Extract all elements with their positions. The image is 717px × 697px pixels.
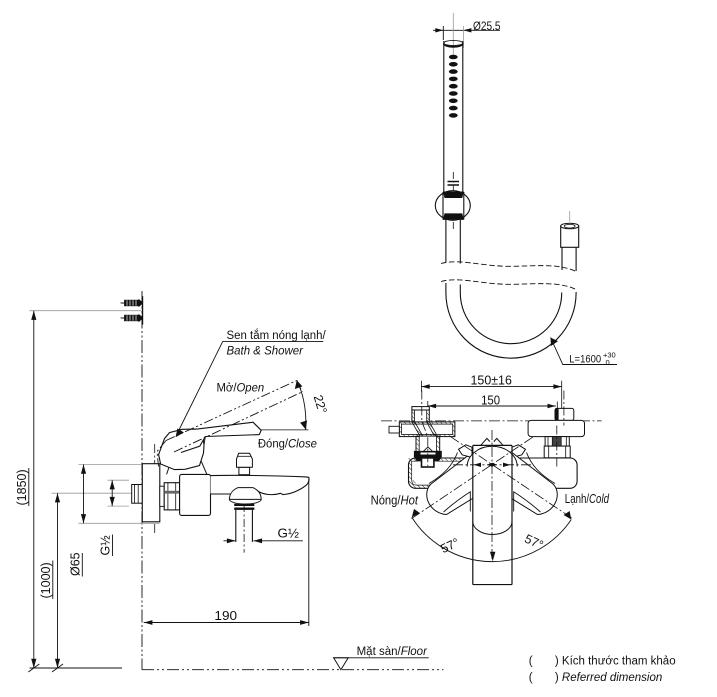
svg-text:Mở/Open: Mở/Open [217, 382, 265, 394]
svg-text:Ø65: Ø65 [69, 552, 83, 576]
svg-text:( ) Kích thước tham khảo: ( ) Kích thước tham khảo [529, 655, 676, 667]
svg-text:Sen tắm nóng lạnh/: Sen tắm nóng lạnh/ [227, 329, 327, 342]
svg-text:L=1600: L=1600 [569, 354, 601, 366]
svg-text:150±16: 150±16 [471, 373, 512, 388]
svg-text:Bath & Shower: Bath & Shower [227, 345, 305, 357]
svg-text:G½: G½ [99, 535, 113, 556]
svg-text:+30: +30 [603, 351, 616, 360]
svg-text:Lạnh/Cold: Lạnh/Cold [565, 492, 610, 506]
svg-text:( ) Referred dimension: ( ) Referred dimension [529, 672, 663, 684]
svg-text:57°: 57° [438, 535, 461, 556]
svg-text:Đóng/Close: Đóng/Close [258, 438, 317, 450]
svg-text:Ø25.5: Ø25.5 [473, 19, 501, 33]
svg-text:150: 150 [481, 392, 500, 407]
svg-text:57°: 57° [522, 532, 545, 553]
svg-text:0: 0 [606, 358, 610, 367]
svg-text:Nóng/Hot: Nóng/Hot [371, 494, 419, 508]
svg-text:22°: 22° [311, 393, 330, 415]
svg-text:Mặt sàn/Floor: Mặt sàn/Floor [357, 646, 428, 658]
svg-text:190: 190 [214, 608, 237, 623]
svg-text:G½: G½ [278, 525, 300, 540]
svg-text:(1850): (1850) [15, 469, 29, 505]
svg-text:(1000): (1000) [39, 562, 53, 598]
